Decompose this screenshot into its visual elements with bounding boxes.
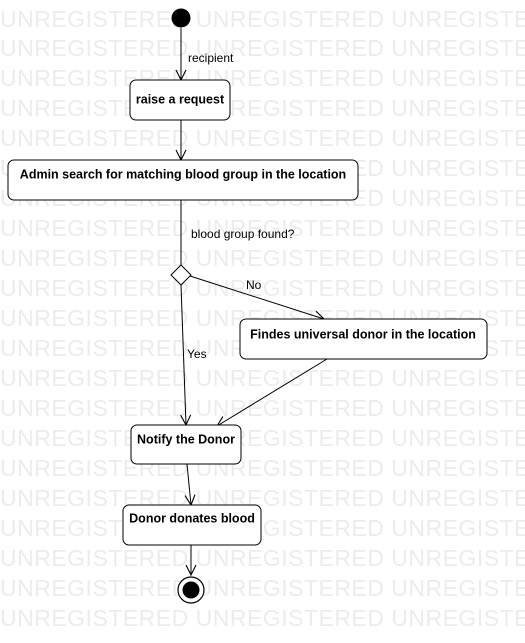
- edge-label-no: No: [246, 278, 262, 292]
- watermark-line: UNREGISTERED UNREGISTERED UNREGISTERED: [0, 455, 525, 481]
- watermark-line: UNREGISTERED UNREGISTERED UNREGISTERED: [0, 245, 525, 271]
- initial-node: [171, 8, 191, 28]
- action-donor-donates: Donor donates blood: [122, 504, 262, 546]
- watermark-line: UNREGISTERED UNREGISTERED UNREGISTERED: [0, 6, 525, 32]
- action-notify-donor-label: Notify the Donor: [137, 432, 235, 446]
- watermark-line: UNREGISTERED UNREGISTERED UNREGISTERED: [0, 275, 525, 301]
- action-admin-search-label: Admin search for matching blood group in…: [20, 167, 346, 181]
- edge-universal-to-notify: [217, 358, 328, 426]
- watermark-line: UNREGISTERED UNREGISTERED UNREGISTERED: [0, 125, 525, 151]
- watermark-line: UNREGISTERED UNREGISTERED UNREGISTERED: [0, 575, 525, 601]
- edge-notify-to-donates: [187, 463, 191, 505]
- watermark-line: UNREGISTERED UNREGISTERED UNREGISTERED: [0, 395, 525, 421]
- watermark-line: UNREGISTERED UNREGISTERED UNREGISTERED: [0, 215, 525, 241]
- watermark-line: UNREGISTERED UNREGISTERED UNREGISTERED: [0, 485, 525, 511]
- decision-node: [170, 264, 192, 286]
- action-raise-request: raise a request: [129, 79, 231, 121]
- watermark-line: UNREGISTERED UNREGISTERED UNREGISTERED: [0, 605, 525, 631]
- action-raise-request-label: raise a request: [136, 92, 225, 106]
- action-universal-donor-label: Findes universal donor in the location: [250, 327, 476, 341]
- watermark-line: UNREGISTERED UNREGISTERED UNREGISTERED: [0, 365, 525, 391]
- edge-label-yes: Yes: [187, 347, 207, 361]
- action-admin-search: Admin search for matching blood group in…: [7, 159, 359, 201]
- action-donor-donates-label: Donor donates blood: [129, 511, 255, 525]
- edge-label-recipient: recipient: [188, 51, 234, 65]
- watermark-line: UNREGISTERED UNREGISTERED UNREGISTERED: [0, 35, 525, 61]
- edge-decision-yes: [181, 284, 186, 425]
- watermark-line: UNREGISTERED UNREGISTERED UNREGISTERED: [0, 545, 525, 571]
- action-universal-donor: Findes universal donor in the location: [239, 318, 488, 360]
- action-notify-donor: Notify the Donor: [130, 424, 242, 465]
- edge-decision-no: [189, 275, 324, 319]
- final-node: [177, 576, 205, 604]
- edge-label-guard: blood group found?: [191, 227, 295, 241]
